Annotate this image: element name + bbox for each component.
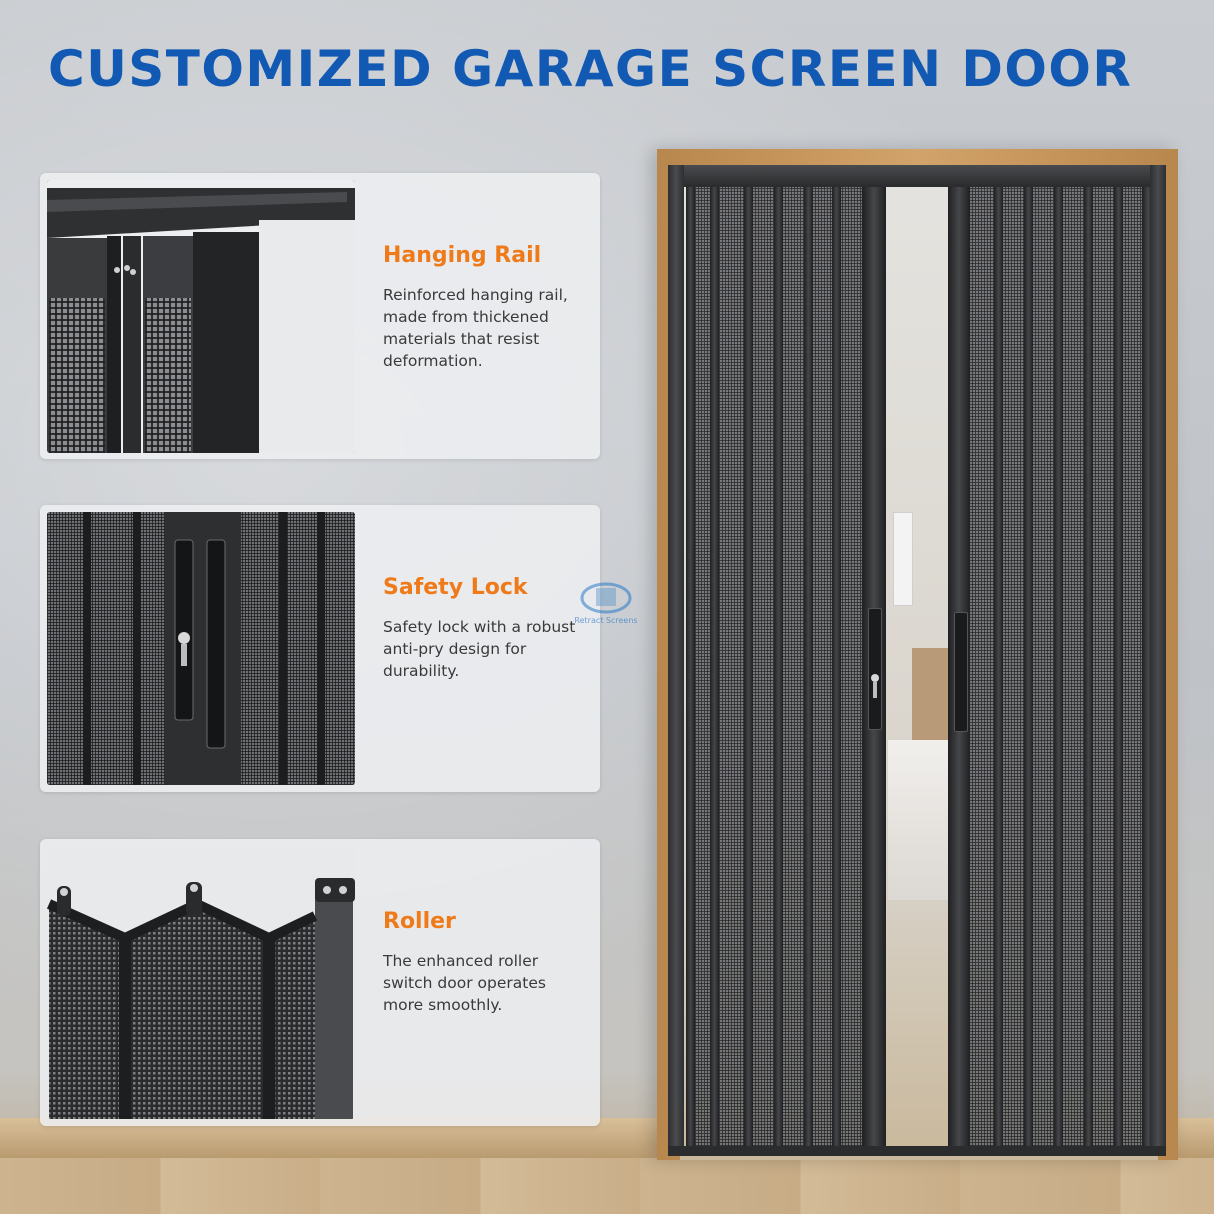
door-lock-handle (868, 608, 882, 730)
roller-photo (47, 846, 355, 1119)
feature-desc-hanging-rail: Reinforced hanging rail, made from thick… (383, 286, 568, 370)
feature-card-hanging-rail: Hanging Rail Reinforced hanging rail, ma… (40, 173, 600, 459)
roller-illustration (47, 846, 355, 1119)
feature-title-hanging-rail: Hanging Rail (383, 243, 542, 268)
feature-card-roller: Roller The enhanced roller switch door o… (40, 839, 600, 1126)
feature-desc-safety-lock: Safety lock with a robust anti-pry desig… (383, 618, 576, 680)
door-jamb-right (1150, 165, 1166, 1150)
door-jamb-left (668, 165, 684, 1150)
feature-title-roller: Roller (383, 909, 456, 934)
room-wall-art (893, 512, 913, 606)
key-icon (871, 674, 879, 698)
screen-panel-right (948, 186, 1154, 1146)
door-bottom-rail (668, 1146, 1166, 1156)
floor (0, 1158, 1214, 1214)
retract-screens-logo: Retract Screens (568, 580, 644, 630)
room-bed (888, 740, 948, 900)
feature-title-safety-lock: Safety Lock (383, 575, 528, 600)
feature-card-safety-lock: Safety Lock Safety lock with a robust an… (40, 505, 600, 792)
logo-icon (580, 582, 632, 614)
safety-lock-illustration (83, 512, 325, 785)
watermark-text: Retract Screens (574, 616, 638, 625)
safety-lock-photo (47, 512, 355, 785)
page-title: CUSTOMIZED GARAGE SCREEN DOOR (48, 40, 1133, 98)
door-top-rail (668, 165, 1166, 187)
feature-desc-roller: The enhanced roller switch door operates… (383, 952, 546, 1014)
hanging-rail-photo (47, 180, 355, 453)
screen-panel-left (686, 186, 886, 1146)
door-pull-handle (954, 612, 968, 732)
